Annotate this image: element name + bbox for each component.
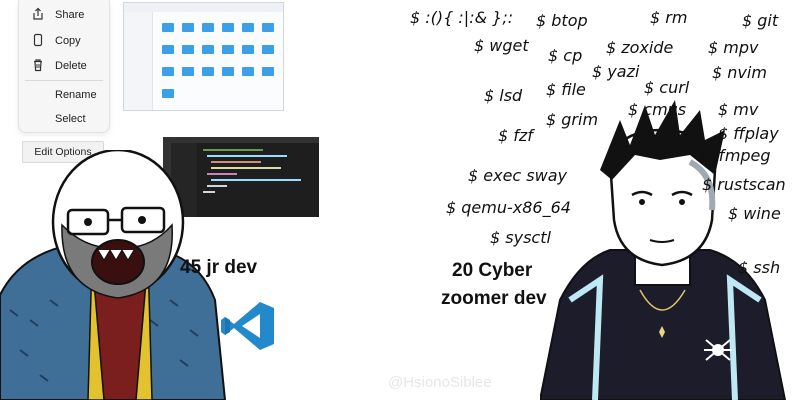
command-text: $ sysctl [490,228,551,247]
command-text: $ exec sway [468,166,567,185]
folder-icon [202,45,214,54]
folder-icon [202,67,214,76]
menu-item-copy[interactable]: Copy [19,30,109,54]
code-line [203,191,215,193]
context-menu: Share Copy Delete Rename Select [18,0,110,133]
menu-item-share[interactable]: Share [19,4,109,28]
folder-icon [262,67,274,76]
folder-icon [222,23,234,32]
folder-icon [242,23,254,32]
menu-item-label: Select [55,113,86,125]
code-line [207,173,237,175]
right-caption-line1: 20 Cyber [452,260,533,281]
menu-item-rename[interactable]: Rename [19,84,109,108]
explorer-toolbar [124,3,283,12]
left-caption: 45 jr dev [180,257,258,278]
file-explorer-window [123,2,284,111]
command-text: $ lsd [484,86,523,105]
folder-icon [182,67,194,76]
command-text: $ ffmpeg [698,146,771,165]
trash-icon [34,59,42,72]
command-text: $ cmus [628,100,687,119]
right-caption-line2: zoomer dev [441,288,547,309]
folder-icon [162,23,174,32]
folder-icon [162,67,174,76]
menu-item-label: Copy [55,35,81,47]
menu-divider [25,80,103,81]
folder-icon [182,23,194,32]
command-text: $ file [546,80,586,99]
edit-options-button[interactable]: Edit Options [22,141,104,163]
folder-icon [242,67,254,76]
vscode-logo [221,302,274,350]
command-text: $ rustscan [702,175,786,194]
soyjak-character [0,150,227,400]
copy-icon [33,33,43,47]
folder-icon [262,23,274,32]
watermark: @HsionoSiblee [388,374,492,391]
code-line [211,179,301,181]
command-text: $ wine [728,204,781,223]
zoomer-character [540,100,787,400]
folder-icon [262,45,274,54]
code-line [207,155,287,157]
folder-icon [242,45,254,54]
command-text: $ nvim [712,63,767,82]
folder-icon [162,89,174,98]
command-text: $ cp [548,46,583,65]
command-text: $ zoxide [606,38,674,57]
menu-item-label: Delete [55,60,87,72]
menu-item-label: Rename [55,89,97,101]
command-text: $ :(){ :|:& };: [410,8,514,27]
folder-icon [222,45,234,54]
code-editor-window [163,137,319,217]
command-text: $ yazi [592,62,640,81]
menu-item-label: Share [55,9,85,21]
folder-icon [222,67,234,76]
command-text: $ wget [474,36,529,55]
command-text: $ qemu-x86_64 [446,198,571,217]
command-text: $ fzf [498,126,533,145]
command-text: $ ssh [738,258,781,277]
menu-item-delete[interactable]: Delete [19,55,109,79]
command-text: $ ffplay [718,124,779,143]
code-line [203,149,263,151]
code-line [211,161,261,163]
menu-item-select[interactable]: Select [19,108,109,132]
command-text: $ curl [644,78,690,97]
folder-icon [202,23,214,32]
command-text: $ mv [718,100,759,119]
command-text: $ git [742,11,779,30]
command-text: $ mpv [708,38,759,57]
folder-icon [162,45,174,54]
command-text: $ rm [650,8,688,27]
editor-titlebar [163,137,319,143]
command-text: $ btop [536,11,588,30]
command-text: $ grim [546,110,599,129]
folder-icon [182,45,194,54]
code-line [211,167,281,169]
share-icon [33,7,43,20]
code-line [207,185,227,187]
explorer-sidebar [124,12,153,110]
